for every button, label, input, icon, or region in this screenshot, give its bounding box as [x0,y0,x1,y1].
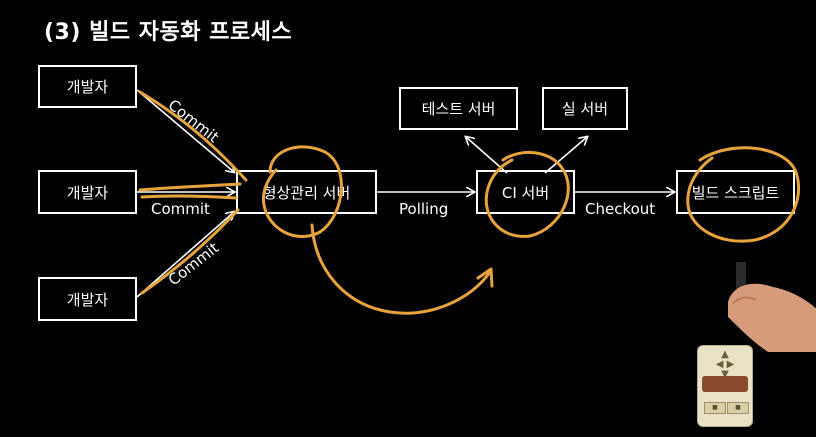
build-script-label: 빌드 스크립트 [691,183,780,202]
checkout-label: Checkout [585,200,656,218]
page-title: (3) 빌드 자동화 프로세스 [44,20,293,45]
annotation-stroke-commit-top [138,90,248,182]
arrow-dev1-to-vcs [136,89,234,172]
annotation-curve-arrowhead [476,267,494,288]
build-script-box: 빌드 스크립트 [676,170,795,214]
annotation-circle-vcs [261,145,343,238]
ci-server-box: CI 서버 [476,170,575,214]
annotation-circle-build [686,146,801,243]
annotation-circle-ci [484,150,570,238]
test-server-label: 테스트 서버 [421,100,496,118]
developer-box-2: 개발자 [38,170,137,214]
annotation-curve-vcs-to-ci [310,223,492,315]
vcs-server-label: 형상관리 서버 [262,183,351,202]
navigation-arrows-icon: ▲◀ ▶▼ [715,349,735,380]
developer-label-2: 개발자 [66,183,109,202]
ci-server-label: CI 서버 [501,183,550,202]
real-server-label: 실 서버 [561,100,609,118]
developer-label-1: 개발자 [66,78,109,96]
commit-label-middle: Commit [151,200,210,218]
developer-label-3: 개발자 [66,290,109,309]
widget-button-right-icon[interactable]: ■ [727,402,749,414]
annotation-stroke-commit-middle-2 [140,194,238,200]
vcs-server-box: 형상관리 서버 [236,170,377,214]
widget-button-left-icon[interactable]: ■ [704,402,726,414]
navigation-widget-band [702,376,748,392]
developer-box-3: 개발자 [38,277,137,321]
test-server-box: 테스트 서버 [399,87,518,130]
real-server-box: 실 서버 [542,87,628,130]
arrow-ci-to-real [544,137,587,174]
navigation-widget-icon[interactable]: ▲◀ ▶▼ ■ ■ [697,345,753,427]
arrow-dev3-to-vcs [136,212,234,298]
polling-label: Polling [399,200,449,218]
annotation-stroke-commit-bottom [140,208,240,295]
developer-box-1: 개발자 [38,65,137,108]
stylus-pen-icon [728,262,816,352]
annotation-stroke-commit-middle [138,182,242,192]
